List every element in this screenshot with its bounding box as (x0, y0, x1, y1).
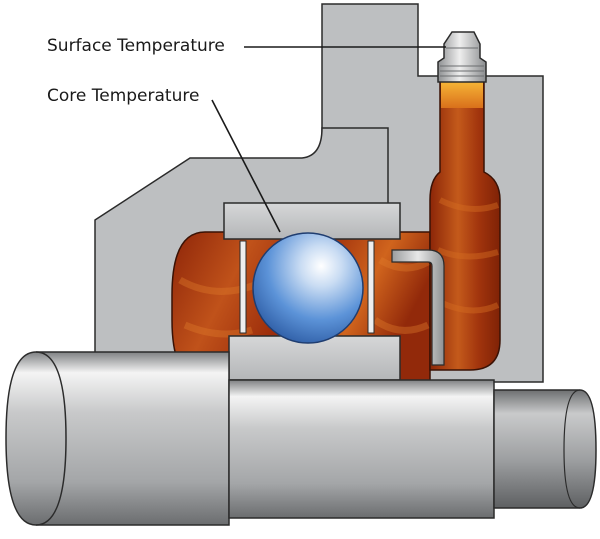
shaft-left-section (5, 351, 230, 526)
shaft-center-section (228, 379, 495, 519)
fitting-thread-lines (440, 47, 484, 77)
core-temperature-label: Core Temperature (47, 86, 200, 106)
cage-bar-right (367, 240, 375, 334)
surface-temperature-label: Surface Temperature (47, 36, 225, 56)
cage-bar-left (239, 240, 247, 334)
core-temperature-leader-line (211, 99, 281, 233)
bearing-ball (252, 232, 364, 344)
lube-tube (391, 249, 445, 366)
grease-column-top-band (441, 82, 483, 108)
grease-swirl-chamber (178, 256, 430, 338)
shaft-right-end-face (563, 389, 581, 509)
grease-nipple-fitting (437, 31, 487, 83)
shaft-left-end-face (35, 351, 67, 526)
shaft-right-step (493, 389, 597, 509)
grease-channel-column (429, 81, 501, 371)
